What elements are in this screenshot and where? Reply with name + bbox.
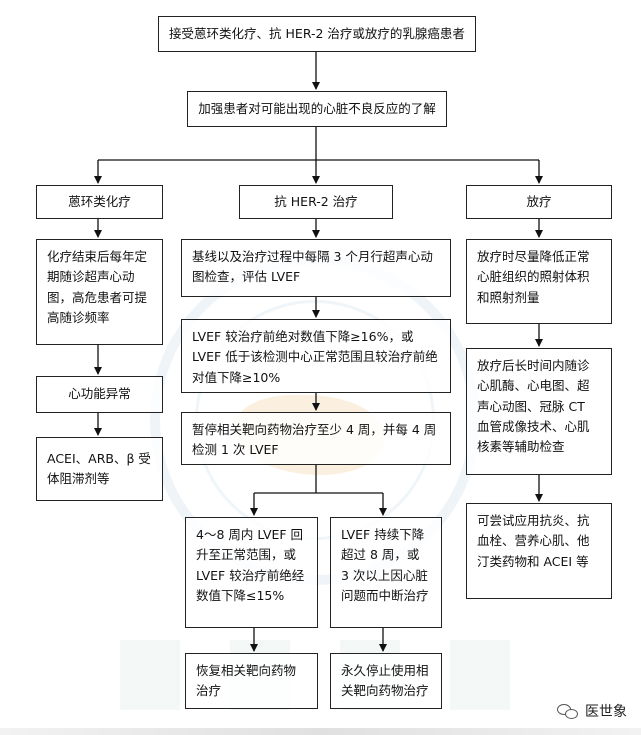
radio-reduce-node: 放疗时尽量降低正常心脏组织的照射体积和照射剂量 — [466, 239, 612, 324]
radio-drugs-node: 可尝试应用抗炎、抗血栓、营养心肌、他汀类药物和 ACEI 等 — [466, 503, 612, 599]
start-node: 接受蒽环类化疗、抗 HER-2 治疗或放疗的乳腺癌患者 — [158, 16, 476, 52]
her2-persist-node: LVEF 持续下降超过 8 周，或 3 次以上因心脏问题而中断治疗 — [330, 517, 442, 628]
her2-node: 抗 HER-2 治疗 — [239, 185, 393, 219]
brand-name: 医世象 — [585, 704, 627, 720]
radiotherapy-node: 放疗 — [466, 185, 612, 219]
her2-lvef-drop-node: LVEF 较治疗前绝对数值下降≥16%，或 LVEF 低于该检测中心正常范围且较… — [181, 319, 451, 393]
her2-stop-node: 永久停止使用相关靶向药物治疗 — [330, 653, 442, 709]
anthra-followup-node: 化疗结束后每年定期随诊超声心动图，高危患者可提高随诊频率 — [36, 239, 163, 345]
awareness-node: 加强患者对可能出现的心脏不良反应的了解 — [187, 91, 447, 127]
wechat-icon — [557, 702, 579, 720]
her2-resume-node: 恢复相关靶向药物治疗 — [185, 653, 318, 709]
radio-followup-node: 放疗后长时间内随诊心肌酶、心电图、超声心动图、冠脉 CT 血管成像技术、心肌核素… — [466, 348, 612, 475]
cardiac-abnormal-node: 心功能异常 — [36, 376, 163, 413]
her2-pause-node: 暂停相关靶向药物治疗至少 4 周，并每 4 周检测 1 次 LVEF — [181, 412, 451, 465]
anthra-drugs-node: ACEI、ARB、β 受体阻滞剂等 — [36, 437, 163, 501]
her2-recover-node: 4～8 周内 LVEF 回升至正常范围，或 LVEF 较治疗前绝经数值下降≤15… — [185, 517, 318, 628]
cropped-caption-strip — [0, 728, 641, 735]
her2-baseline-node: 基线以及治疗过程中每隔 3 个月行超声心动图检查，评估 LVEF — [181, 239, 451, 297]
anthracycline-node: 蒽环类化疗 — [36, 185, 163, 219]
brand-watermark: 医世象 — [557, 701, 627, 721]
